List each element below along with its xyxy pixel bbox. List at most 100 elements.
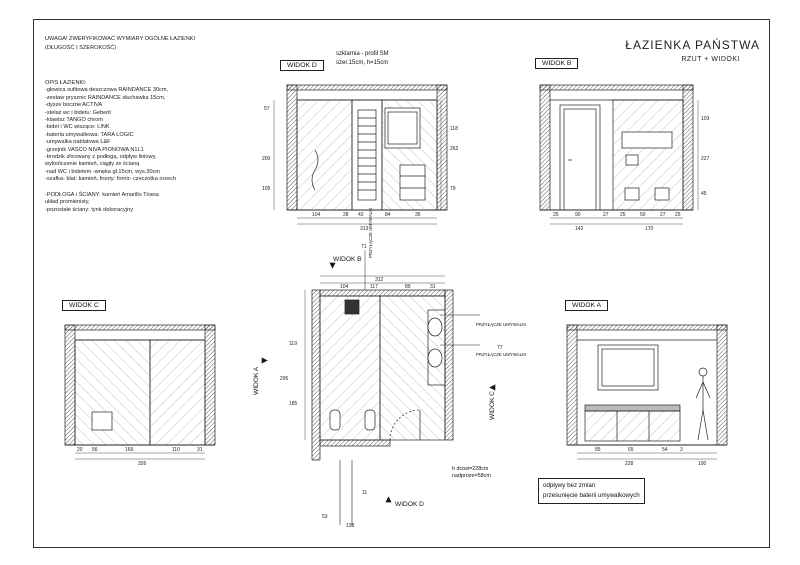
skylight-line-2: szer.15cm, h=15cm xyxy=(336,60,389,66)
door-lintel: nadproże=58cm xyxy=(452,473,491,479)
dim-d-left-2: 200 xyxy=(262,156,271,162)
dim-b-right-1: 103 xyxy=(701,116,710,122)
door-note: h drzwi=228cm nadproże=58cm xyxy=(452,466,491,480)
dim-d-3: 42 xyxy=(358,212,364,218)
dim-b-right-2: 227 xyxy=(701,156,710,162)
view-b-dimensions: 25 90 27 25 50 27 25 142 170 103 227 45 xyxy=(553,116,710,232)
dim-d-right-1: 118 xyxy=(450,126,458,132)
floor-plan xyxy=(261,250,496,525)
dim-plan-right-1: 71 xyxy=(361,244,367,250)
dim-a-1: 85 xyxy=(595,447,601,453)
description-item: -grzejnik VASCO NIVA PIONOWA N1L1 xyxy=(45,146,144,153)
dim-plan-small-1: 53 xyxy=(322,514,328,520)
connection-note-1: PRZYŁĄCZE UMYWALKI xyxy=(476,322,527,327)
drain-line-2: przesunięcie baterii umywalkowych xyxy=(543,492,640,499)
view-a-tag: WIDOK A xyxy=(565,300,609,311)
dim-b-3: 27 xyxy=(603,212,609,218)
view-a-dimensions: 85 65 54 3 228 100 xyxy=(595,447,707,467)
skylight-note: szklarnia - profil SM szer.15cm, h=15cm xyxy=(336,50,389,68)
connection-note-2: PRZYŁĄCZE UMYWALKI xyxy=(476,352,527,357)
view-b-elevation xyxy=(539,84,699,225)
description-item: wykończenie kamień, ciągły ze ścianą xyxy=(45,161,140,168)
view-c-tag: WIDOK C xyxy=(62,300,106,311)
dim-d-right-2: 262 xyxy=(450,146,459,152)
description-item: -głowica sufitowa deszczowa RAINDANCE 30… xyxy=(45,87,169,94)
dim-d-total: 313 xyxy=(360,226,369,232)
radiator xyxy=(357,109,377,201)
page-subtitle: RZUT + WIDOKI xyxy=(681,56,740,63)
dim-plan-left-1: 119 xyxy=(289,341,297,347)
dim-c-1: 20 xyxy=(77,447,83,453)
dim-b-5: 50 xyxy=(640,212,646,218)
dim-a-3: 54 xyxy=(662,447,668,453)
description-item: -umywalka nablatowa L&F xyxy=(45,139,111,146)
plan-view-b-label: WIDOK B xyxy=(333,256,362,263)
basin-top xyxy=(427,317,443,368)
description-item: -nad WC i bidetem -wnęka gł.15cm, wys.30… xyxy=(45,168,161,175)
view-c-elevation xyxy=(64,324,216,460)
dim-b-right-3: 45 xyxy=(701,191,707,197)
door-elevation xyxy=(559,104,601,211)
floor-heading: -PODŁOGA i ŚCIANY: kamień Amarillo Trian… xyxy=(45,191,159,198)
view-d-dimensions: 104 28 42 84 35 313 57 200 105 118 262 7… xyxy=(262,106,459,232)
page-title: ŁAZIENKA PAŃSTWA xyxy=(625,38,760,52)
dim-plan-top-2: 117 xyxy=(370,284,378,290)
dim-b-4: 25 xyxy=(620,212,626,218)
dim-plan-top-4: 31 xyxy=(430,284,436,290)
description-list: OPIS ŁAZIENKI: -głowica sufitowa deszczo… xyxy=(45,80,176,214)
description-item: -dysze boczne ACTIVA xyxy=(45,102,103,109)
description-item: -brodzik zlicowany z podłogą, odpływ lin… xyxy=(45,154,157,161)
dim-b-2: 90 xyxy=(575,212,581,218)
description-item: -stelaż wc i bidetu: Geberit xyxy=(45,109,111,116)
dim-d-2: 28 xyxy=(343,212,349,218)
dim-c-3: 169 xyxy=(125,447,134,453)
description-item: -bateria umywalkowa: TARA LOGIC xyxy=(45,131,134,138)
dim-a-extra: 100 xyxy=(698,461,707,467)
description-heading: OPIS ŁAZIENKI: xyxy=(45,80,87,86)
dim-c-2: 56 xyxy=(92,447,98,453)
dim-b-6: 27 xyxy=(660,212,666,218)
dim-a-2: 65 xyxy=(628,447,634,453)
dim-b-1: 25 xyxy=(553,212,559,218)
dim-c-4: 110 xyxy=(172,447,180,453)
dim-plan-small-3: 11 xyxy=(362,490,367,496)
dim-plan-left-2: 295 xyxy=(280,376,289,382)
dim-plan-small-2: 138 xyxy=(346,523,355,529)
description-item: -bidet i WC wiszące: LINK xyxy=(45,124,110,131)
human-figure xyxy=(695,367,711,441)
view-d-tag: WIDOK D xyxy=(280,60,324,71)
dim-d-4: 84 xyxy=(385,212,391,218)
description-item: -szafka- blat: kamień, fronty: fornir- c… xyxy=(45,176,177,183)
note-line-1: UWAGA! ZWERYFIKOWAĆ WYMIARY OGÓLNE ŁAZIE… xyxy=(45,36,196,42)
plan-dimensions: 312 104 117 89 31 119 295 185 71 77 53 1… xyxy=(280,244,503,529)
dim-plan-top-1: 104 xyxy=(340,284,349,290)
skylight-line-1: szklarnia - profil SM xyxy=(336,51,389,57)
dim-a-4: 3 xyxy=(680,447,683,453)
plan-view-d-label: WIDOK D xyxy=(395,501,424,508)
view-d-elevation xyxy=(273,84,448,225)
dim-d-left-1: 57 xyxy=(264,106,270,112)
sheet-frame xyxy=(33,19,770,548)
note-line-2: (DŁUGOŚĆ I SZEROKOŚĆ) xyxy=(45,45,117,51)
dim-d-1: 104 xyxy=(312,212,321,218)
dim-d-left-3: 105 xyxy=(262,186,271,192)
dim-b-7: 25 xyxy=(675,212,681,218)
dim-c-5: 31 xyxy=(197,447,203,453)
description-item: -klawisz TANGO chrom xyxy=(45,117,103,124)
drain-line-1: odpływy bez zmian xyxy=(543,482,596,489)
dim-plan-top-3: 89 xyxy=(405,284,411,290)
view-a-elevation xyxy=(566,324,728,460)
dim-a-total: 228 xyxy=(625,461,634,467)
dim-d-right-3: 79 xyxy=(450,186,456,192)
drain-note: odpływy bez zmian przesunięcie baterii u… xyxy=(538,478,645,504)
view-c-dimensions: 20 56 169 110 31 326 xyxy=(77,447,203,467)
wc-bidet xyxy=(329,409,376,431)
dim-plan-left-3: 185 xyxy=(289,401,298,407)
floor-item: -pozostałe ściany: tynk dekoracyjny xyxy=(45,206,133,213)
dim-c-total: 326 xyxy=(138,461,147,467)
description-item: -zestaw prysznic RAINDANCE słuchawka 15c… xyxy=(45,94,166,101)
dim-plan-right-2: 77 xyxy=(497,345,503,351)
view-b-tag: WIDOK B xyxy=(535,58,579,69)
dim-b-total-a: 142 xyxy=(575,226,584,232)
